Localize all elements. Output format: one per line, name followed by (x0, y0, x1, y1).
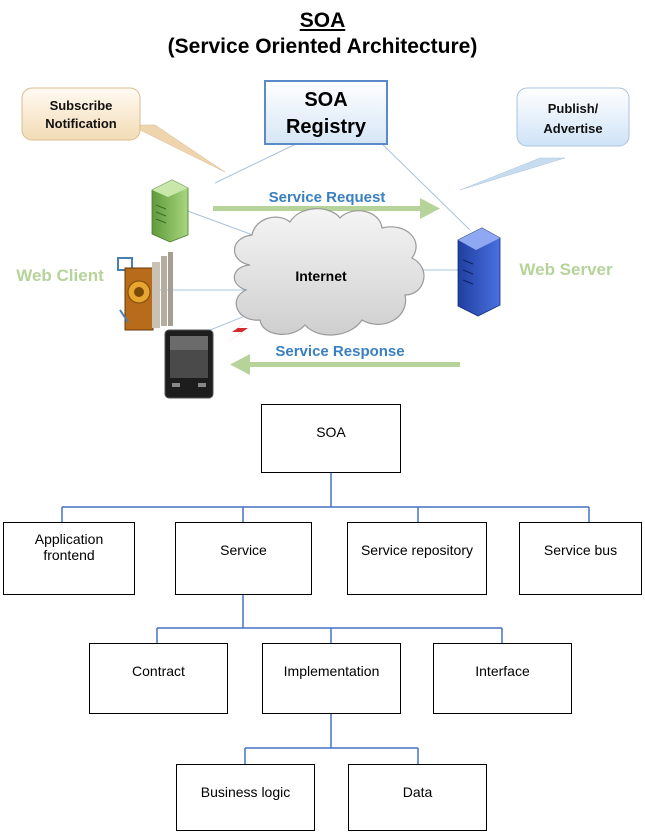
tree-node-label: Business logic (200, 784, 291, 800)
tree-node-data: Data (348, 764, 487, 831)
web-server-label: Web Server (519, 260, 613, 279)
tree-node-implementation: Implementation (262, 643, 401, 714)
mobile-phone-icon (164, 329, 214, 399)
tree-node-application-frontend: Application frontend (3, 522, 135, 595)
architecture-diagram: Subscribe Notification Publish/ Advertis… (16, 80, 630, 399)
client-server-icon (151, 179, 189, 243)
publish-label-line1: Publish/ (548, 101, 599, 116)
client-device-icon (117, 252, 173, 331)
tree-node-business-logic: Business logic (176, 764, 315, 831)
web-server-icon (457, 227, 501, 317)
tree-node-label: Data (402, 784, 433, 800)
tree-node-service-bus: Service bus (519, 522, 642, 595)
tree-node-soa: SOA (261, 404, 401, 473)
tree-node-label: Service bus (543, 542, 618, 558)
tree-node-service-repository: Service repository (347, 522, 487, 595)
tree-node-label: Service repository (360, 542, 474, 558)
tree-node-label: Interface (475, 663, 530, 679)
subscribe-label-line1: Subscribe (50, 98, 113, 113)
tree-node-label: SOA (316, 424, 346, 440)
internet-label: Internet (295, 268, 347, 284)
wireless-bolt-icon (222, 318, 252, 346)
service-response-label: Service Response (275, 343, 404, 360)
service-response-arrow (230, 354, 460, 375)
tree-node-label-line1: Application (34, 531, 104, 547)
tree-node-label: Service (220, 542, 267, 558)
tree-node-label-line2: frontend (43, 547, 95, 563)
publish-label-line2: Advertise (543, 121, 602, 136)
service-request-label: Service Request (269, 189, 386, 206)
tree-node-label: Implementation (283, 663, 380, 679)
publish-callout: Publish/ Advertise (459, 87, 630, 191)
registry-label-line2: Registry (286, 116, 367, 138)
internet-cloud (233, 208, 425, 336)
tree-node-service: Service (175, 522, 312, 595)
web-client-label: Web Client (16, 266, 104, 285)
soa-registry-box: SOA Registry (264, 80, 388, 145)
subscribe-label-line2: Notification (45, 116, 117, 131)
tree-node-label: Contract (132, 663, 185, 679)
tree-node-interface: Interface (433, 643, 572, 714)
tree-node-contract: Contract (89, 643, 228, 714)
page-title: SOA (299, 9, 346, 32)
page-subtitle: (Service Oriented Architecture) (167, 35, 478, 58)
registry-label-line1: SOA (304, 89, 347, 111)
subscribe-callout: Subscribe Notification (21, 87, 226, 173)
